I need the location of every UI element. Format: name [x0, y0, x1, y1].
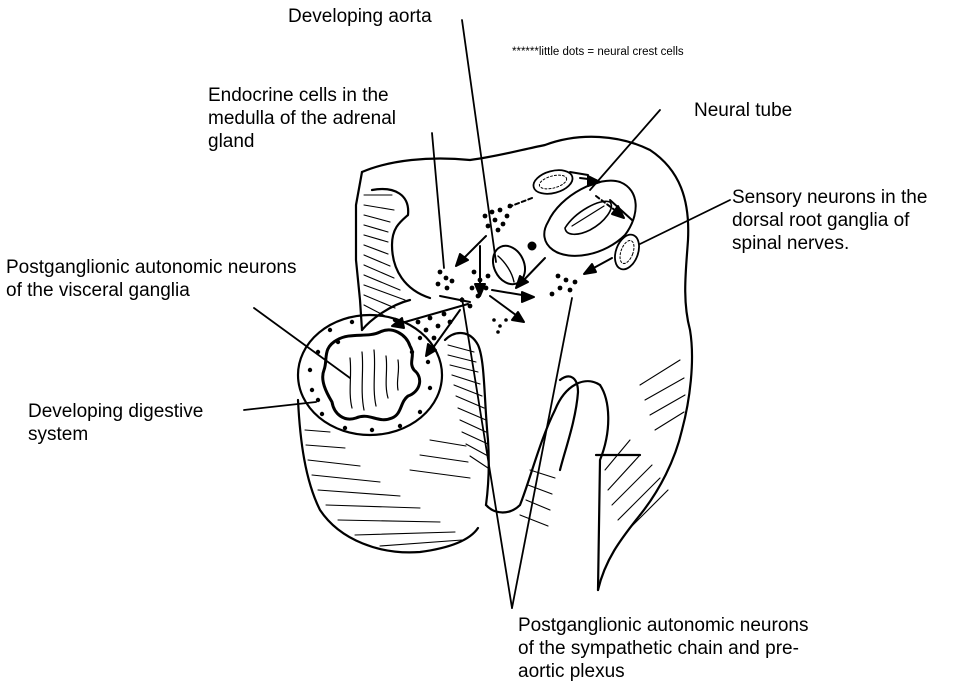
label-sympathetic-chain: Postganglionic autonomic neurons of the … — [518, 614, 808, 683]
label-digestive-system: Developing digestive system — [28, 400, 203, 446]
dorsal-root-ganglion-left — [531, 166, 575, 198]
notochord — [528, 242, 536, 250]
label-developing-aorta: Developing aorta — [288, 5, 432, 28]
label-endocrine-cells: Endocrine cells in the medulla of the ad… — [208, 84, 396, 153]
migration-arrows — [392, 172, 632, 356]
label-visceral-ganglia: Postganglionic autonomic neurons of the … — [6, 256, 296, 302]
label-neural-crest-note: ******little dots = neural crest cells — [512, 45, 684, 59]
label-neural-tube: Neural tube — [694, 99, 792, 122]
label-sensory-neurons: Sensory neurons in the dorsal root gangl… — [732, 186, 927, 255]
dorsal-root-ganglion-right — [611, 231, 644, 272]
body-wall-outline — [298, 137, 692, 590]
digestive-system-drawing — [298, 315, 442, 435]
